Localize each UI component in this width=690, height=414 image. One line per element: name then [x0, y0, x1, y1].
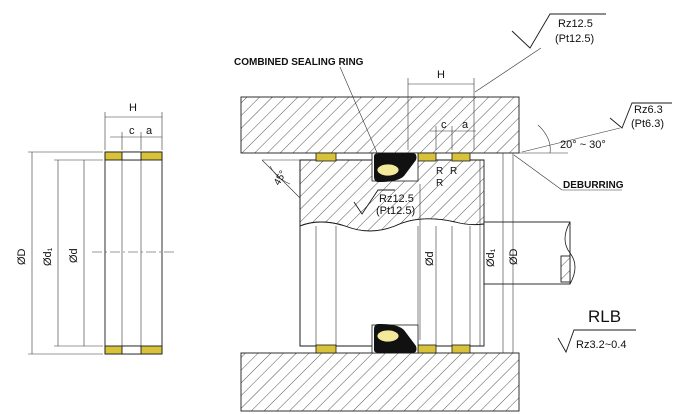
ring-profile-view: H c a ØD Ød₁ Ød	[16, 102, 175, 355]
dim-c-left: c	[129, 125, 135, 137]
roughness-right-sub: (Pt6.3)	[631, 118, 664, 130]
guide-ring-bottom-right	[417, 344, 437, 354]
roughness-rod: Rz3.2~0.4	[576, 339, 626, 351]
roughness-top-main: Rz12.5	[558, 18, 593, 30]
roughness-center-sub: (Pt12.5)	[376, 205, 415, 217]
dim-d1-left: Ød₁	[42, 247, 54, 266]
guide-ring-top-far	[451, 152, 471, 162]
roughness-center-main: Rz12.5	[379, 193, 414, 205]
guide-ring-top-right	[417, 152, 437, 162]
piston-rod	[483, 221, 571, 285]
combined-seal-top	[371, 152, 419, 182]
dim-D-left: ØD	[16, 248, 28, 265]
roughness-right-main: Rz6.3	[634, 104, 663, 116]
product-code: RLB	[588, 307, 621, 326]
dim-h-right: H	[437, 69, 445, 81]
guide-ring-bottom-left	[315, 344, 337, 354]
deburring-label: DEBURRING	[563, 180, 624, 191]
housing-bottom	[240, 352, 520, 412]
radius-label-1: R	[436, 166, 443, 177]
radius-label-3: R	[436, 178, 443, 189]
combined-seal-bottom	[371, 324, 419, 354]
dim-D-right: ØD	[508, 248, 520, 265]
dim-d-left: Ød	[68, 248, 80, 263]
energizer-top	[376, 163, 400, 177]
angle-range: 20° ~ 30°	[560, 139, 606, 151]
radius-label-2: R	[450, 166, 457, 177]
assembly-section: R R R Ød Ød₁ ØD H c a 45° COMBINED SEALI…	[234, 13, 672, 412]
housing-top	[240, 96, 520, 154]
guide-ring-bottom-far	[451, 344, 471, 354]
dim-d1-right: Ød₁	[485, 248, 497, 267]
dim-a-left: a	[146, 125, 153, 137]
dim-d-right: Ød	[424, 251, 436, 266]
dim-h-left: H	[129, 102, 137, 114]
energizer-bottom	[376, 329, 400, 343]
guide-ring-top-left	[315, 152, 337, 162]
roughness-top-sub: (Pt12.5)	[555, 33, 594, 45]
dim-a-right: a	[462, 119, 469, 131]
combined-ring-label: COMBINED SEALING RING	[234, 57, 364, 68]
dim-c-right: c	[441, 119, 447, 131]
